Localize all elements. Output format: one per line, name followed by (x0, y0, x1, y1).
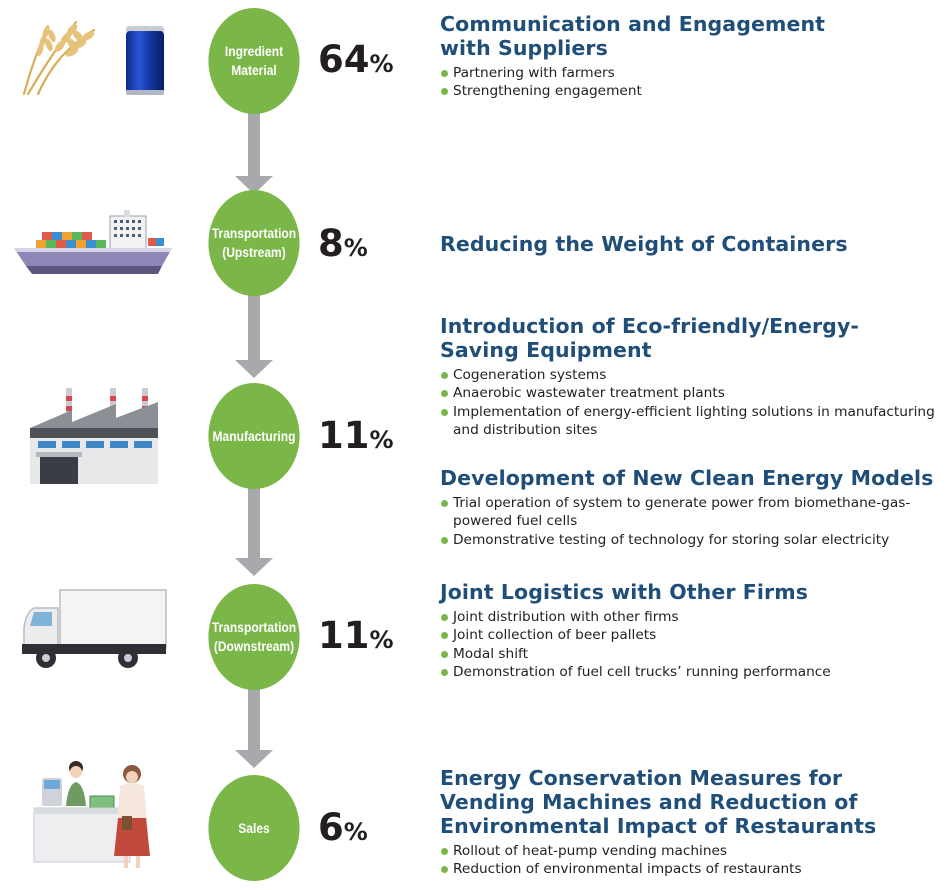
arrow-down-icon (235, 176, 273, 194)
bullet-list: Trial operation of system to generate po… (440, 494, 945, 549)
stage-percent-transport-upstream: 8% (318, 222, 368, 265)
section-title: Joint Logistics with Other Firms (440, 580, 809, 604)
list-item: Trial operation of system to generate po… (440, 494, 945, 531)
bullet-list: Rollout of heat-pump vending machines Re… (440, 842, 945, 879)
list-item: Partnering with farmers (440, 64, 945, 82)
section-title: Reducing the Weight of Containers (440, 232, 848, 256)
list-item: Strengthening engagement (440, 82, 945, 100)
list-item: Rollout of heat-pump vending machines (440, 842, 945, 860)
stage-label: (Upstream) (222, 244, 286, 260)
section-eco-equipment: Introduction of Eco-friendly/Energy-Savi… (440, 314, 945, 439)
stage-percent-transport-downstream: 11% (318, 614, 394, 657)
section-clean-energy-models: Development of New Clean Energy Models T… (440, 466, 945, 549)
list-item: Implementation of energy-efficient light… (440, 403, 945, 440)
stage-label: Sales (238, 819, 270, 836)
list-item: Reduction of environmental impacts of re… (440, 860, 945, 878)
stage-circle-sales: Sales (208, 775, 300, 881)
stage-percent-manufacturing: 11% (318, 414, 394, 457)
list-item: Joint collection of beer pallets (440, 626, 945, 644)
connector-line (248, 290, 260, 362)
can-icon (126, 26, 164, 95)
bullet-list: Cogeneration systems Anaerobic wastewate… (440, 366, 945, 439)
stage-label: Ingredient (224, 43, 284, 59)
stage-circle-manufacturing: Manufacturing (208, 383, 300, 489)
stage-label: Transportation (211, 225, 297, 241)
list-item: Demonstrative testing of technology for … (440, 531, 945, 549)
connector-line (248, 100, 260, 178)
section-joint-logistics: Joint Logistics with Other Firms Joint d… (440, 580, 945, 681)
stage-label: Material (231, 62, 277, 78)
stage-percent-ingredient: 64% (318, 38, 394, 81)
section-container-weight: Reducing the Weight of Containers (440, 232, 945, 256)
list-item: Cogeneration systems (440, 366, 945, 384)
stage-label: Transportation (211, 619, 297, 635)
factory-icon (30, 388, 158, 484)
connector-line (248, 680, 260, 752)
bullet-list: Partnering with farmers Strengthening en… (440, 64, 945, 101)
cargo-ship-icon (14, 210, 172, 274)
stage-label: (Downstream) (213, 638, 295, 654)
list-item: Demonstration of fuel cell trucks’ runni… (440, 663, 945, 681)
section-title: Introduction of Eco-friendly/Energy-Savi… (440, 314, 860, 362)
arrow-down-icon (235, 360, 273, 378)
list-item: Modal shift (440, 645, 945, 663)
stage-label: Manufacturing (212, 427, 296, 444)
stage-percent-sales: 6% (318, 806, 368, 849)
connector-line (248, 480, 260, 560)
truck-icon (22, 589, 167, 668)
stage-circle-transport-upstream: Transportation (Upstream) (208, 190, 300, 296)
arrow-down-icon (235, 558, 273, 576)
section-title: Development of New Clean Energy Models (440, 466, 934, 490)
arrow-down-icon (235, 750, 273, 768)
wheat-icon (22, 20, 96, 96)
list-item: Joint distribution with other firms (440, 608, 945, 626)
stage-circle-transport-downstream: Transportation (Downstream) (208, 584, 300, 690)
bullet-list: Joint distribution with other firms Join… (440, 608, 945, 681)
store-checkout-icon (33, 761, 150, 868)
list-item: Anaerobic wastewater treatment plants (440, 384, 945, 402)
